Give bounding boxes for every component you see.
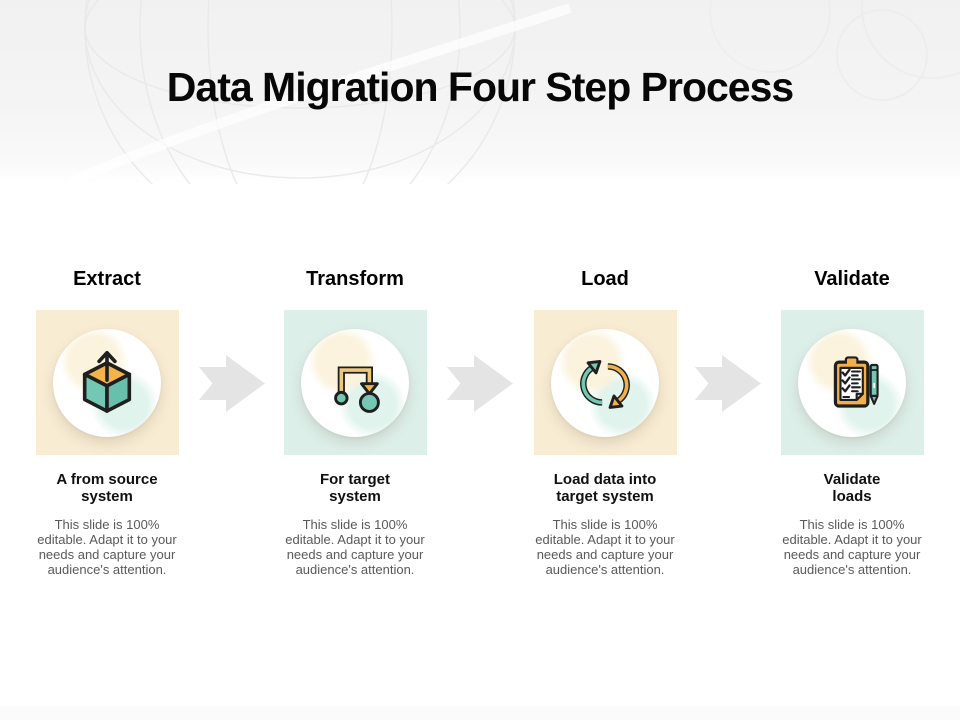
header-band: Data Migration Four Step Process — [0, 0, 960, 184]
step-validate-subtitle: Validate loads — [757, 471, 947, 505]
step-validate-description: This slide is 100% editable. Adapt it to… — [782, 517, 922, 577]
footer-strip — [0, 706, 960, 720]
subtitle-line: target system — [556, 488, 654, 505]
icon-disc — [798, 328, 906, 437]
block-arrow-right-icon — [447, 355, 513, 412]
cube-export-icon — [82, 350, 132, 413]
step-extract: Extract A from source system — [12, 266, 202, 577]
step-transform-subtitle: For target system — [260, 471, 450, 505]
subtitle-line: For target — [319, 471, 390, 488]
step-validate-label: Validate — [814, 268, 890, 290]
step-load-subtitle: Load data into target system — [510, 471, 700, 505]
subtitle-line: A from source — [56, 471, 158, 488]
step-extract-description: This slide is 100% editable. Adapt it to… — [37, 517, 177, 577]
step-extract-label: Extract — [73, 268, 141, 290]
checklist-pen-icon — [833, 355, 879, 408]
step-load-tile — [533, 310, 677, 455]
step-validate-tile — [780, 310, 924, 455]
block-arrow-right-icon — [199, 355, 265, 412]
step-transform: Transform For target system This slide i… — [260, 266, 450, 577]
step-load-description: This slide is 100% editable. Adapt it to… — [535, 517, 675, 577]
subtitle-line: system — [329, 488, 381, 505]
step-transform-tile — [283, 310, 427, 455]
icon-disc — [551, 328, 659, 437]
icon-disc — [301, 328, 409, 437]
step-validate: Validate — [757, 266, 947, 577]
block-arrow-right-icon — [695, 355, 761, 412]
subtitle-line: system — [81, 488, 133, 505]
page-title: Data Migration Four Step Process — [166, 64, 794, 110]
step-transform-description: This slide is 100% editable. Adapt it to… — [285, 517, 425, 577]
step-load: Load Load data into target system This s… — [510, 266, 700, 577]
wireframe-globe-art — [67, 0, 960, 184]
step-extract-subtitle: A from source system — [12, 471, 202, 505]
step-extract-tile — [35, 310, 179, 455]
icon-disc — [53, 328, 161, 437]
sync-arrows-icon — [580, 359, 630, 409]
step-load-label: Load — [581, 268, 629, 290]
flow-arrow-icon — [334, 365, 380, 413]
subtitle-line: loads — [832, 488, 872, 505]
subtitle-line: Load data into — [553, 471, 657, 488]
subtitle-line: Validate — [823, 471, 881, 488]
step-transform-label: Transform — [306, 268, 404, 290]
